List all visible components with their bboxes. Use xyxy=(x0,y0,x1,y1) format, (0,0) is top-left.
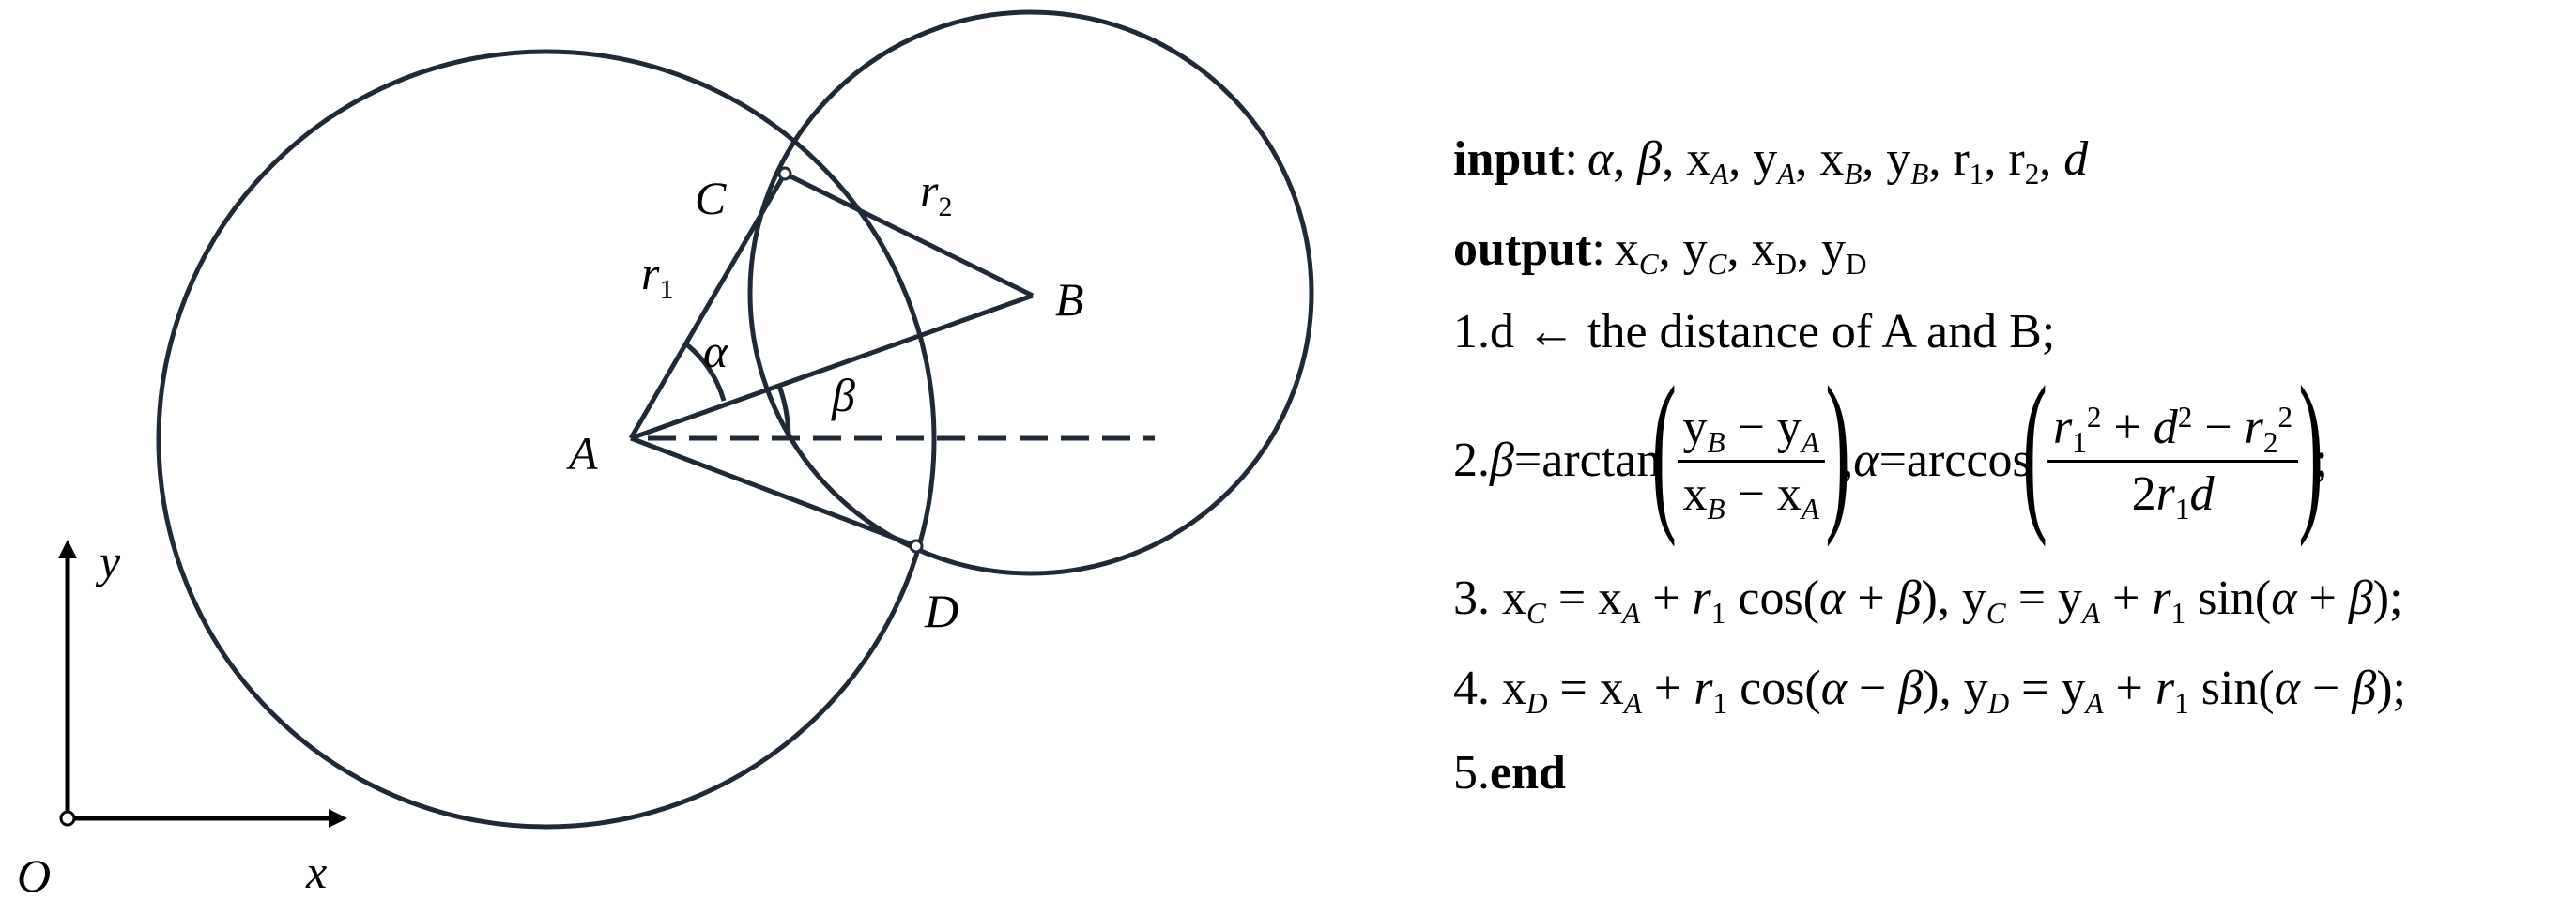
arccos-fraction: r12 + d2 − r22 2r1d xyxy=(2047,402,2299,524)
label-o: O xyxy=(17,849,51,902)
step-3: 3. xC = xA + r1 cos(α + β), yC = yA + r1… xyxy=(1453,572,2403,630)
label-c: C xyxy=(695,172,727,224)
segment-ad xyxy=(630,435,917,549)
alpha-arc xyxy=(683,342,727,402)
label-r1: r1 xyxy=(641,247,673,305)
segment-cb xyxy=(783,171,1035,298)
segment-ac xyxy=(628,172,788,440)
point-c-dot xyxy=(777,166,792,181)
end-keyword: end xyxy=(1490,746,1566,800)
beta-arc xyxy=(776,385,791,439)
output-keyword: output xyxy=(1453,222,1592,276)
label-d: D xyxy=(924,585,958,637)
label-y-axis: y xyxy=(95,535,121,587)
label-b: B xyxy=(1055,273,1084,326)
circle-b xyxy=(747,9,1314,576)
step-4: 4. xD = xA + r1 cos(α − β), yD = yA + r1… xyxy=(1453,662,2406,720)
label-a: A xyxy=(566,427,598,480)
geometry-diagram: C B A D O r1 r2 α β y x xyxy=(17,9,1314,902)
step-5: 5.end xyxy=(1453,746,1566,800)
point-d-dot xyxy=(909,539,924,554)
input-keyword: input xyxy=(1453,132,1565,186)
circle-a xyxy=(156,49,937,830)
label-alpha: α xyxy=(703,325,729,377)
step-2: 2.β=arctan ( yB − yA xB − xA ) ,α=arccos… xyxy=(1453,351,2328,548)
segment-ab xyxy=(630,293,1034,441)
step-1: 1.d ← the distance of A and B; xyxy=(1453,305,2056,358)
output-line: output : xC, yC, xD, yD xyxy=(1453,222,1867,281)
input-line: input : α, β, xA, yA, xB, yB, r1, r2, d xyxy=(1453,132,2089,191)
origin-dot xyxy=(59,810,76,827)
label-x-axis: x xyxy=(305,846,327,898)
arctan-fraction: yB − yA xB − xA xyxy=(1677,403,1825,524)
label-r2: r2 xyxy=(920,164,952,222)
label-beta: β xyxy=(831,369,855,421)
